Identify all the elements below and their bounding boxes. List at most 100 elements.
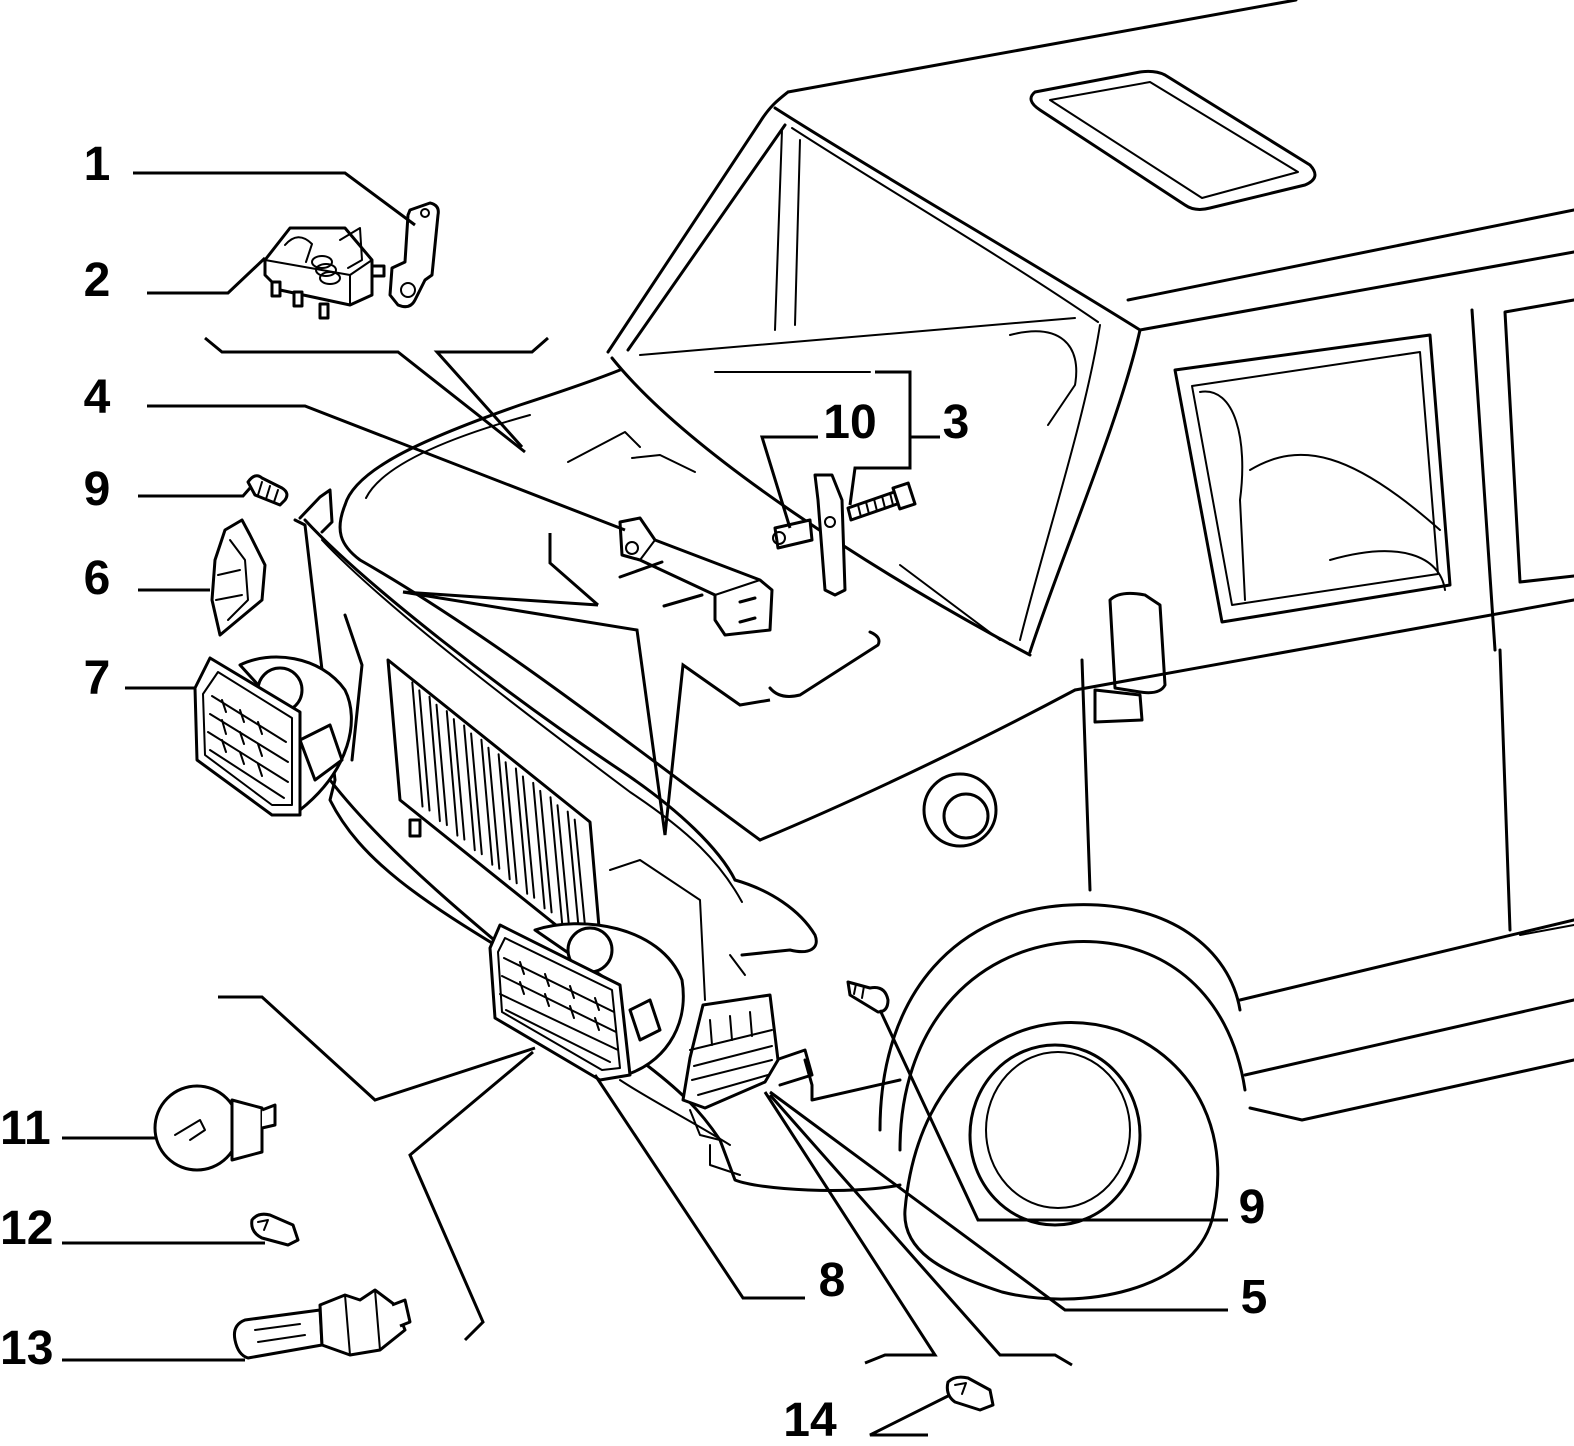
under-lamp-line	[619, 1079, 731, 1146]
windshield-bottom	[610, 356, 1032, 657]
interior-line	[899, 564, 1001, 641]
bumper-right	[803, 1058, 902, 1102]
windshield-top-inner	[791, 127, 1099, 323]
b-pillar	[1470, 308, 1497, 652]
cowl-line	[639, 317, 1076, 356]
headlamp-right	[488, 922, 685, 1082]
a-pillar-right	[1028, 328, 1142, 654]
hood-seam	[768, 630, 881, 698]
hood-front-edge	[338, 503, 762, 842]
callout-4: 4	[84, 371, 111, 424]
fender-corner-detail	[729, 954, 746, 976]
roof-side-lower	[1138, 250, 1574, 332]
leader-lines	[62, 171, 1228, 1437]
leader-line-9-top	[138, 487, 252, 498]
group-leader-front-a	[548, 533, 599, 607]
windshield-top	[773, 106, 1142, 332]
roof-side-upper	[1126, 208, 1574, 302]
fuel-cap-ring	[922, 772, 998, 848]
wheel-rim-inner	[985, 1051, 1131, 1209]
wheel-arch-outer	[878, 903, 1242, 1132]
hood-rear-edge	[343, 368, 622, 507]
front-left-corner	[298, 488, 334, 534]
front-door-window-inner	[1191, 351, 1439, 606]
a-pillar-right-inner	[1019, 324, 1101, 641]
sunroof-inner	[1049, 81, 1299, 199]
leader-line-9-bottom	[878, 1009, 1228, 1222]
group-leader-front-b	[402, 590, 599, 607]
wiper-right	[631, 454, 696, 473]
sunroof-outer	[1029, 69, 1317, 211]
group-leader-front-c	[402, 590, 771, 836]
bumper-lower-a	[689, 1109, 721, 1141]
screw-part-bottom	[846, 980, 890, 1014]
fender-front-corner	[733, 878, 818, 957]
car-body	[293, 0, 1574, 1301]
bulb-large	[153, 1084, 277, 1172]
callouts: 1 2 4 9 6 7 10 3 11 12 13 8 9 5 14	[0, 138, 1267, 1446]
leader-line-10	[759, 435, 818, 529]
group-leader-lamp-b	[408, 1050, 534, 1342]
wheel-arch-inner	[898, 940, 1247, 1152]
leader-line-1	[133, 171, 416, 227]
callout-3: 3	[943, 396, 970, 449]
callout-12: 12	[0, 1202, 53, 1255]
plate-mount	[408, 818, 422, 838]
seat-back	[1199, 390, 1246, 601]
front-door-edge	[1080, 658, 1092, 892]
callout-5: 5	[1241, 1271, 1268, 1324]
headlamp-left	[193, 655, 353, 817]
long-bracket-part	[618, 516, 774, 637]
callout-2: 2	[84, 254, 111, 307]
door-gap	[1519, 924, 1574, 936]
front-left-edge	[293, 518, 522, 962]
callout-8: 8	[819, 1254, 846, 1307]
wiper-left	[567, 431, 641, 463]
group-leader-hood-a	[204, 336, 526, 454]
rear-door-edge	[1498, 648, 1512, 932]
bulb-h4	[233, 1288, 412, 1360]
callout-10: 10	[823, 396, 876, 449]
a-pillar-left	[606, 90, 790, 354]
front-door-window	[1173, 333, 1452, 624]
group-leader-lens-b	[768, 1094, 1073, 1367]
leader-line-3	[848, 370, 940, 506]
far-pillar-a	[774, 129, 783, 331]
group-leader-lamp-a	[218, 995, 536, 1102]
headlamp-recess-left	[343, 613, 364, 762]
seat-cushion	[1249, 453, 1441, 531]
leader-line-4	[147, 404, 626, 532]
callout-14: 14	[783, 1394, 837, 1446]
turn-signal-lens	[681, 993, 780, 1110]
far-pillar-b	[794, 139, 801, 326]
callout-7: 7	[84, 652, 111, 705]
leader-line-14	[869, 1393, 951, 1437]
bulb-small	[250, 1212, 300, 1247]
inner-panel-line	[609, 859, 706, 1001]
bumper	[328, 778, 902, 1192]
callout-6: 6	[84, 552, 111, 605]
leader-line-8	[593, 1074, 805, 1300]
bracket-part	[388, 201, 440, 309]
tyre	[903, 1021, 1220, 1301]
side-mirror-stalk	[1093, 688, 1144, 724]
callout-1: 1	[84, 138, 111, 191]
callout-13: 13	[0, 1322, 53, 1375]
belt-line	[1073, 598, 1574, 692]
rear-window	[1503, 298, 1574, 584]
leader-line-5	[769, 1090, 1228, 1312]
rocker-line	[1248, 1058, 1574, 1122]
relay-part	[263, 226, 386, 320]
group-leader-lens-a	[763, 1091, 938, 1365]
side-sill-line	[1243, 998, 1574, 1077]
side-lower-line	[1238, 918, 1574, 1002]
leader-line-2	[147, 256, 267, 295]
screw-part-top	[246, 474, 289, 507]
hood-rear-edge-inner	[365, 414, 531, 499]
bumper-lower-b	[709, 1144, 741, 1176]
front-panel-crease	[303, 518, 737, 882]
bulb-wedge	[945, 1375, 995, 1412]
bumper-corner	[768, 1048, 814, 1087]
bolt-plate-part	[772, 473, 917, 597]
